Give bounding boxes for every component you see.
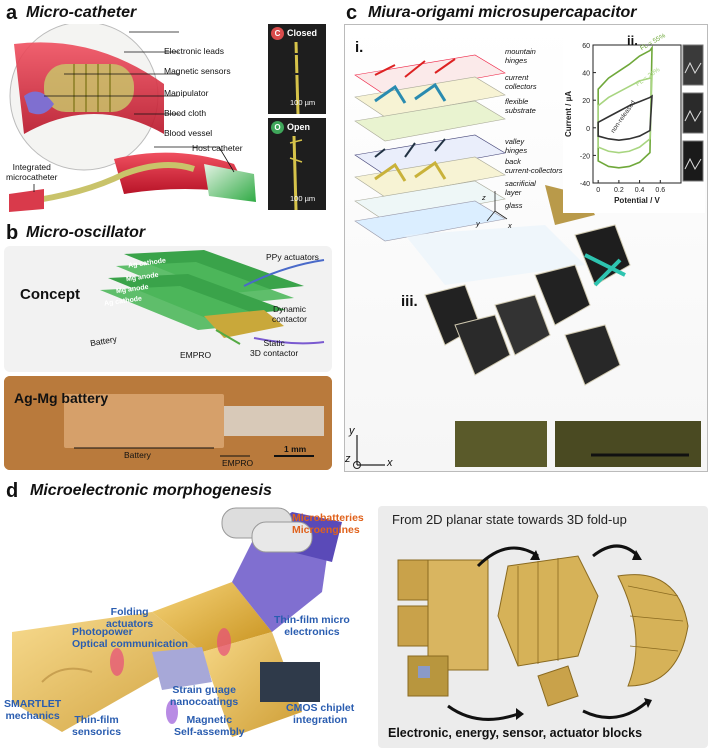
battery-photo-drawing bbox=[4, 376, 332, 470]
x-tick-label-3: 0.6 bbox=[655, 187, 665, 194]
y-tick-label-5: 60 bbox=[582, 43, 590, 50]
label-thin-film-sensorics: Thin-film sensorics bbox=[72, 714, 122, 738]
panel-title-c: Miura-origami microsupercapacitor bbox=[368, 4, 637, 21]
label-blood-vessel: Blood vessel bbox=[164, 128, 213, 138]
x-axis-label: Potential / V bbox=[614, 196, 660, 205]
panel-title-a: Micro-catheter bbox=[26, 4, 137, 21]
cv-inset-pattern-1 bbox=[684, 109, 702, 123]
agmg-battery-photo: Ag-Mg battery Battery EMPRO 1 mm bbox=[4, 376, 332, 470]
axis-small-z: z bbox=[482, 193, 486, 202]
catheter-drawing bbox=[9, 21, 256, 212]
cv-inset-1 bbox=[682, 92, 704, 134]
sub-label-iii: iii. bbox=[401, 293, 418, 310]
y-tick-label-0: -40 bbox=[580, 181, 590, 188]
label-empro-concept: EMPRO bbox=[180, 350, 212, 360]
label-ppy-actuators: PPy actuators bbox=[266, 252, 319, 262]
label-blood-cloth: Blood cloth bbox=[164, 108, 207, 118]
label-glass: glass bbox=[505, 201, 523, 210]
label-concept: Concept bbox=[20, 286, 80, 303]
label-electronic-leads: Electronic leads bbox=[164, 46, 225, 56]
label-manipulator: Manipulator bbox=[164, 88, 209, 98]
label-host-catheter: Host catheter bbox=[192, 143, 243, 153]
axis-small-y: y bbox=[476, 219, 480, 228]
inset-closed: C Closed 100 µm bbox=[268, 24, 326, 115]
label-smartlet-mechanics: SMARTLET mechanics bbox=[4, 698, 62, 722]
label-current-collectors: current collectors bbox=[505, 73, 537, 91]
label-valley-hinges: valley hinges bbox=[505, 137, 528, 155]
label-dynamic-contactor: Dynamic contactor bbox=[272, 304, 307, 324]
concept-drawing bbox=[100, 250, 325, 345]
cv-series-label-1: FL = 20% bbox=[635, 66, 662, 88]
label-sacrificial-layer: sacrificial layer bbox=[505, 179, 536, 197]
cv-inset-2 bbox=[682, 140, 704, 182]
x-tick-label-2: 0.4 bbox=[635, 187, 645, 194]
foldup-header: From 2D planar state towards 3D fold-up bbox=[392, 512, 627, 527]
label-static-contactor: Static 3D contactor bbox=[250, 338, 299, 358]
foldup-footer: Electronic, energy, sensor, actuator blo… bbox=[388, 726, 643, 740]
y-axis-label: Current / µA bbox=[564, 91, 573, 137]
x-tick-label-1: 0.2 bbox=[614, 187, 624, 194]
morphogenesis-drawing bbox=[12, 507, 342, 737]
label-microbatteries: Microbatteries bbox=[292, 512, 364, 524]
axis-big-y: y bbox=[349, 425, 355, 437]
sub-label-ii: ii. bbox=[627, 33, 638, 48]
label-cmos-chiplet: CMOS chiplet integration bbox=[286, 702, 355, 726]
panel-letter-b: b bbox=[6, 222, 19, 244]
y-tick-label-4: 40 bbox=[582, 71, 590, 78]
label-integrated-microcatheter: Integrated microcatheter bbox=[6, 162, 58, 182]
label-photopower: Photopower bbox=[72, 626, 133, 638]
label-strain-guage: Strain guage nanocoatings bbox=[170, 684, 239, 708]
inset-open: O Open 100 µm bbox=[268, 118, 326, 211]
cv-series-label-0: FL = 55% bbox=[639, 32, 667, 52]
cv-inset-pattern-0 bbox=[684, 61, 702, 75]
label-empro-photo: EMPRO bbox=[222, 458, 254, 468]
closed-scale: 100 µm bbox=[290, 98, 316, 107]
label-scale-1mm: 1 mm bbox=[284, 444, 307, 454]
panel-title-b: Micro-oscillator bbox=[26, 224, 146, 241]
label-mountain-hinges: mountain hinges bbox=[505, 47, 536, 65]
morphogenesis-right: From 2D planar state towards 3D fold-up … bbox=[378, 506, 708, 748]
axis-small-x: x bbox=[508, 221, 512, 230]
y-tick-label-1: -20 bbox=[580, 153, 590, 160]
morphogenesis-left: Microbatteries Microengines Folding actu… bbox=[2, 502, 374, 750]
cv-inset-pattern-2 bbox=[684, 157, 702, 171]
sub-label-i: i. bbox=[355, 39, 364, 56]
open-scale: 100 µm bbox=[290, 194, 316, 203]
axis-big-x: x bbox=[387, 457, 393, 469]
foldup-sequence-drawing bbox=[397, 544, 689, 721]
y-tick-label-3: 20 bbox=[582, 98, 590, 105]
panel-title-d: Microelectronic morphogenesis bbox=[30, 482, 272, 499]
label-agmg-battery: Ag-Mg battery bbox=[14, 390, 109, 406]
label-optical-communication: Optical communication bbox=[72, 638, 189, 650]
cv-plot-frame bbox=[592, 44, 682, 184]
open-badge: O bbox=[271, 121, 284, 134]
y-tick-label-2: 0 bbox=[586, 126, 590, 133]
label-folding-actuators: Folding actuators bbox=[106, 606, 154, 630]
label-magnetic-self-assembly: Magnetic Self-assembly bbox=[174, 714, 245, 738]
closed-badge: C bbox=[271, 27, 284, 40]
label-battery-photo: Battery bbox=[124, 450, 151, 460]
closed-label: Closed bbox=[287, 28, 318, 38]
panel-letter-d: d bbox=[6, 480, 19, 502]
panel-letter-c: c bbox=[346, 2, 358, 24]
label-magnetic-sensors: Magnetic sensors bbox=[164, 66, 231, 76]
label-thin-film-micro-electronics: Thin-film micro electronics bbox=[274, 614, 350, 638]
label-microengines: Microengines bbox=[292, 524, 360, 536]
panel-c-frame: i. iii. mountain hinges current collecto… bbox=[344, 24, 708, 472]
open-label: Open bbox=[287, 122, 311, 132]
label-flexible-substrate: flexible substrate bbox=[505, 97, 536, 115]
axis-big-z: z bbox=[345, 453, 351, 465]
concept-box: Ag cathode Mg anode Mg anode Ag cathode … bbox=[4, 246, 332, 372]
cv-inset-0 bbox=[682, 44, 704, 86]
cv-series-label-2: non-released bbox=[610, 99, 638, 134]
panel-letter-a: a bbox=[6, 2, 18, 24]
x-tick-label-0: 0 bbox=[596, 187, 600, 194]
cv-series-2 bbox=[597, 94, 653, 142]
label-back-current-collectors: back current-collectors bbox=[505, 157, 563, 175]
catheter-illustration: Electronic leads Magnetic sensors Manipu… bbox=[4, 21, 264, 218]
